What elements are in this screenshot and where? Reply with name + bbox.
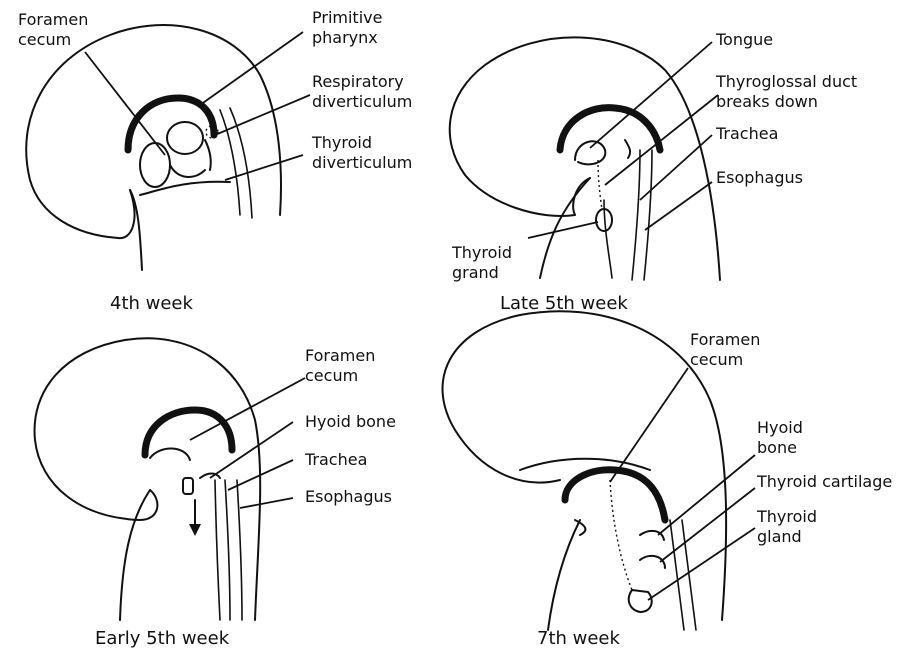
caption-late-5th-week: Late 5th week xyxy=(500,293,628,314)
label-line: Hyoid xyxy=(757,418,803,438)
label-respiratory-diverticulum: Respiratorydiverticulum xyxy=(312,72,412,112)
label-line: pharynx xyxy=(312,28,382,48)
label-line: Foramen xyxy=(18,10,88,30)
label-line: cecum xyxy=(305,366,375,386)
label-thyroid-diverticulum: Thyroiddiverticulum xyxy=(312,133,412,173)
label-line: gland xyxy=(757,527,817,547)
label-foramen-cecum: Foramencecum xyxy=(690,330,760,370)
label-line: diverticulum xyxy=(312,153,412,173)
thyroid-gland xyxy=(629,590,652,612)
label-line: Trachea xyxy=(716,124,778,144)
label-line: Thyroglossal duct xyxy=(716,72,857,92)
panel-7th-week-drawing xyxy=(443,311,727,630)
tongue xyxy=(575,141,605,164)
label-line: Primitive xyxy=(312,8,382,28)
pharynx-roof xyxy=(145,410,232,455)
pharynx-roof xyxy=(565,470,665,520)
label-line: cecum xyxy=(690,350,760,370)
label-trachea: Trachea xyxy=(716,124,778,144)
label-esophagus: Esophagus xyxy=(305,487,392,507)
label-line: bone xyxy=(757,438,803,458)
panel-early-5th-week-drawing xyxy=(35,338,261,620)
label-foramen-cecum: Foramencecum xyxy=(305,346,375,386)
label-line: Respiratory xyxy=(312,72,412,92)
label-line: Thyroid xyxy=(312,133,412,153)
label-esophagus: Esophagus xyxy=(716,168,803,188)
pharynx-roof xyxy=(560,108,660,150)
caption-early-5th-week: Early 5th week xyxy=(95,628,229,649)
tongue-swelling xyxy=(140,143,170,187)
caption-4th-week: 4th week xyxy=(110,293,193,314)
label-line: diverticulum xyxy=(312,92,412,112)
thyroid-descending xyxy=(183,478,193,494)
label-line: Hyoid bone xyxy=(305,412,396,432)
label-line: Tongue xyxy=(716,30,773,50)
label-hyoid-bone: Hyoidbone xyxy=(757,418,803,458)
label-line: Esophagus xyxy=(305,487,392,507)
label-thyroid-grand: Thyroidgrand xyxy=(452,243,512,283)
label-line: Thyroid xyxy=(452,243,512,263)
label-line: Foramen xyxy=(690,330,760,350)
label-foramen-cecum: Foramencecum xyxy=(18,10,88,50)
label-line: breaks down xyxy=(716,92,857,112)
label-line: grand xyxy=(452,263,512,283)
label-line: Thyroid cartilage xyxy=(757,472,892,492)
embryo-head-outline xyxy=(443,311,727,620)
embryo-head-outline xyxy=(26,25,281,238)
label-line: Trachea xyxy=(305,450,367,470)
label-thyroglossal-duct: Thyroglossal ductbreaks down xyxy=(716,72,857,112)
caption-7th-week: 7th week xyxy=(537,628,620,649)
label-line: Foramen xyxy=(305,346,375,366)
label-line: cecum xyxy=(18,30,88,50)
label-tongue: Tongue xyxy=(716,30,773,50)
label-thyroid-gland: Thyroidgland xyxy=(757,507,817,547)
label-line: Thyroid xyxy=(757,507,817,527)
label-primitive-pharynx: Primitivepharynx xyxy=(312,8,382,48)
panel-4th-week-drawing xyxy=(26,25,281,270)
label-trachea: Trachea xyxy=(305,450,367,470)
label-line: Esophagus xyxy=(716,168,803,188)
thyroglossal-duct xyxy=(598,160,602,210)
label-thyroid-cartilage: Thyroid cartilage xyxy=(757,472,892,492)
embryo-head-outline xyxy=(35,338,261,620)
leader-lines xyxy=(85,32,755,600)
label-hyoid-bone: Hyoid bone xyxy=(305,412,396,432)
